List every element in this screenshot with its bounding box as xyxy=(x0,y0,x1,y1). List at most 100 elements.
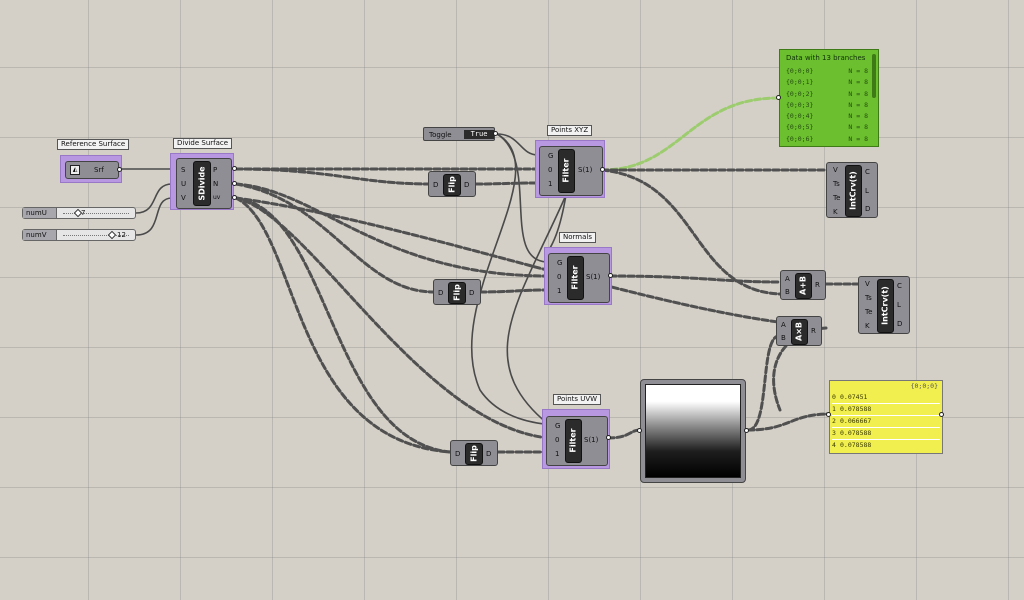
port-p[interactable]: P xyxy=(213,166,218,174)
add-port-b[interactable]: B xyxy=(785,288,790,296)
filter-xyz-output-grip[interactable] xyxy=(600,167,605,172)
divide-surface-body[interactable]: SDivide xyxy=(193,161,211,206)
flip1-input[interactable]: D xyxy=(433,181,439,189)
intcrv-component-2[interactable]: V Ts Te K IntCrv(t) C L D xyxy=(858,276,910,334)
data-panel-scrollbar[interactable] xyxy=(872,54,876,98)
add-body[interactable]: A+B xyxy=(795,273,812,299)
row-index: 4 xyxy=(832,441,836,449)
intcrv2-port-v[interactable]: V xyxy=(865,280,870,288)
multiplication-component[interactable]: A B A×B R xyxy=(776,316,822,346)
flip2-body[interactable]: Flip xyxy=(448,282,466,304)
filter-normals-port-1[interactable]: 1 xyxy=(557,287,562,295)
filter-uvw-body[interactable]: Filter xyxy=(565,419,582,463)
intcrv-component-1[interactable]: V Ts Te K IntCrv(t) C L D xyxy=(826,162,878,218)
filter-normals-output-grip[interactable] xyxy=(608,273,613,278)
flip1-output[interactable]: D xyxy=(464,181,470,189)
gradient-preview[interactable] xyxy=(645,384,741,478)
flip3-body[interactable]: Flip xyxy=(465,443,483,465)
flip2-input[interactable]: D xyxy=(438,289,444,297)
filter-normals-body[interactable]: Filter xyxy=(567,256,584,300)
intcrv1-port-ts[interactable]: Ts xyxy=(833,180,840,188)
slider-numv[interactable]: numV 12 xyxy=(22,229,136,241)
filter-normals-port-g[interactable]: G xyxy=(557,259,563,267)
intcrv1-port-v[interactable]: V xyxy=(833,166,838,174)
intcrv2-port-l[interactable]: L xyxy=(897,301,901,309)
intcrv1-port-d[interactable]: D xyxy=(865,205,871,213)
yellow-panel-input-grip[interactable] xyxy=(826,412,831,417)
filter-xyz-port-0[interactable]: 0 xyxy=(548,166,553,174)
data-panel-title: Data with 13 branches xyxy=(786,54,866,62)
srf-output-grip[interactable] xyxy=(117,167,122,172)
gradient-output-grip[interactable] xyxy=(744,428,749,433)
port-u[interactable]: U xyxy=(181,180,187,188)
slider-numv-knob[interactable] xyxy=(107,230,117,240)
intcrv2-port-k[interactable]: K xyxy=(865,322,870,330)
divide-p-grip[interactable] xyxy=(232,166,237,171)
slider-numu-track[interactable] xyxy=(63,213,129,214)
gradient-input-grip[interactable] xyxy=(637,428,642,433)
slider-numv-track[interactable] xyxy=(63,235,129,236)
reference-surface-param[interactable]: ◭ Srf xyxy=(60,155,122,183)
add-port-a[interactable]: A xyxy=(785,275,790,283)
port-v[interactable]: V xyxy=(181,194,186,202)
flip2-output[interactable]: D xyxy=(469,289,475,297)
intcrv1-port-l[interactable]: L xyxy=(865,187,869,195)
row-path: {0;0;3} xyxy=(786,100,814,109)
slider-numu[interactable]: numU 7 xyxy=(22,207,136,219)
intcrv1-port-te[interactable]: Te xyxy=(833,194,841,202)
filter-uvw-component[interactable]: G 0 1 Filter S(1) xyxy=(542,409,610,469)
filter-xyz-port-g[interactable]: G xyxy=(548,152,554,160)
flip-component-2[interactable]: D Flip D xyxy=(433,279,481,305)
port-n[interactable]: N xyxy=(213,180,219,188)
flip-component-3[interactable]: D Flip D xyxy=(450,440,498,466)
boolean-toggle[interactable]: Toggle True xyxy=(423,127,495,141)
mul-body[interactable]: A×B xyxy=(791,319,808,345)
surface-icon: ◭ xyxy=(70,165,80,175)
filter-uvw-port-1[interactable]: 1 xyxy=(555,450,560,458)
addition-component[interactable]: A B A+B R xyxy=(780,270,826,300)
intcrv2-port-te[interactable]: Te xyxy=(865,308,873,316)
filter-uvw-output[interactable]: S(1) xyxy=(584,436,599,444)
data-panel-row: {0;0;2}N = 8 xyxy=(786,89,868,100)
divide-surface-component[interactable]: S U V SDivide P N uv xyxy=(170,153,234,210)
data-panel-green[interactable]: Data with 13 branches {0;0;0}N = 8 {0;0;… xyxy=(779,49,879,147)
filter-uvw-port-g[interactable]: G xyxy=(555,422,561,430)
intcrv2-port-d[interactable]: D xyxy=(897,320,903,328)
intcrv1-port-k[interactable]: K xyxy=(833,208,838,216)
filter-xyz-port-1[interactable]: 1 xyxy=(548,180,553,188)
mul-port-a[interactable]: A xyxy=(781,321,786,329)
intcrv2-port-c[interactable]: C xyxy=(897,282,902,290)
row-path: {0;0;2} xyxy=(786,89,814,98)
filter-normals-component[interactable]: G 0 1 Filter S(1) xyxy=(544,247,612,305)
filter-normals-output[interactable]: S(1) xyxy=(586,273,601,281)
yellow-panel-output-grip[interactable] xyxy=(939,412,944,417)
mul-port-b[interactable]: B xyxy=(781,334,786,342)
port-uv[interactable]: uv xyxy=(213,194,221,201)
srf-param-body[interactable]: ◭ Srf xyxy=(65,161,119,179)
intcrv2-port-ts[interactable]: Ts xyxy=(865,294,872,302)
add-port-r[interactable]: R xyxy=(815,281,820,289)
filter-xyz-output[interactable]: S(1) xyxy=(578,166,593,174)
filter-xyz-component[interactable]: G 0 1 Filter S(1) xyxy=(535,140,605,198)
toggle-value[interactable]: True xyxy=(464,130,494,139)
filter-uvw-output-grip[interactable] xyxy=(606,435,611,440)
intcrv1-port-c[interactable]: C xyxy=(865,168,870,176)
mul-port-r[interactable]: R xyxy=(811,327,816,335)
intcrv2-body[interactable]: IntCrv(t) xyxy=(877,279,894,333)
filter-xyz-body[interactable]: Filter xyxy=(558,149,575,193)
intcrv1-body[interactable]: IntCrv(t) xyxy=(845,165,862,217)
flip-component-1[interactable]: D Flip D xyxy=(428,171,476,197)
gradient-component[interactable] xyxy=(640,379,746,483)
divide-uv-grip[interactable] xyxy=(232,195,237,200)
filter-normals-port-0[interactable]: 0 xyxy=(557,273,562,281)
flip3-output[interactable]: D xyxy=(486,450,492,458)
flip3-input[interactable]: D xyxy=(455,450,461,458)
flip1-body[interactable]: Flip xyxy=(443,174,461,196)
toggle-output-grip[interactable] xyxy=(493,131,498,136)
port-s[interactable]: S xyxy=(181,166,186,174)
divide-n-grip[interactable] xyxy=(232,181,237,186)
filter-uvw-port-0[interactable]: 0 xyxy=(555,436,560,444)
data-panel-input-grip[interactable] xyxy=(776,95,781,100)
